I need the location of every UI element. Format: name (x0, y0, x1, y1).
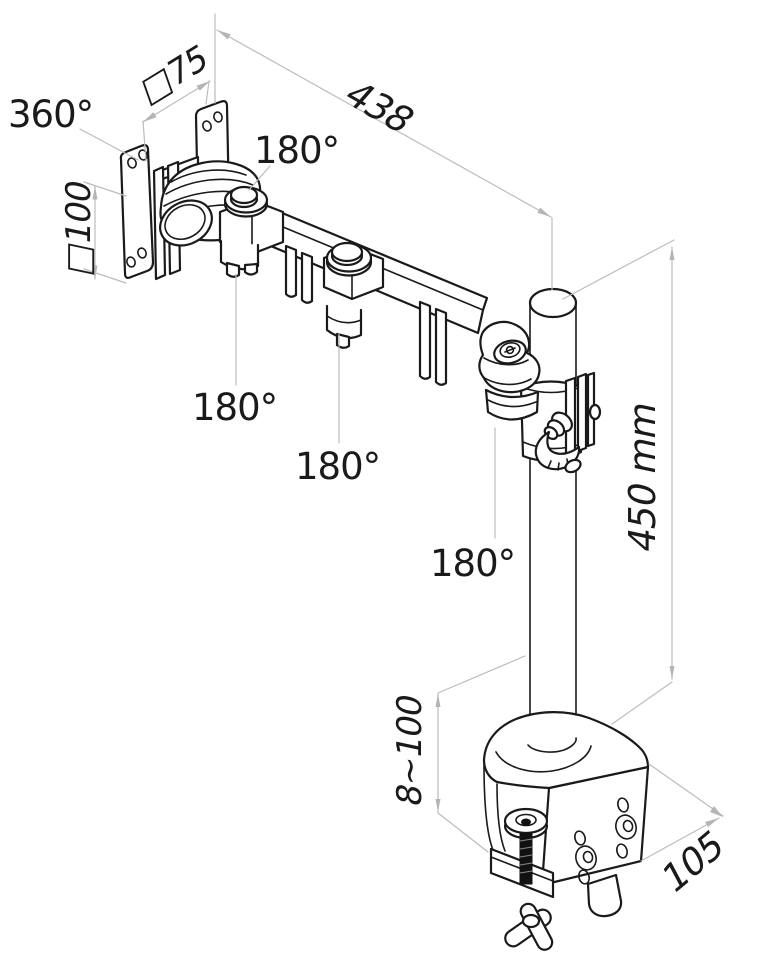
arm-joint-1 (218, 185, 285, 278)
label-joint-rotation-2: 180° (192, 386, 277, 429)
pole (528, 287, 578, 747)
label-clamp-range: 8~100 (390, 691, 430, 809)
desk-clamp (482, 711, 650, 918)
wing-knob (504, 902, 554, 951)
dimension-pole-height (562, 239, 675, 725)
label-joint-rotation-3: 180° (295, 445, 380, 488)
dimension-vesa-100 (83, 181, 127, 284)
label-joint-rotation-4: 180° (430, 542, 515, 585)
dimension-arm-length (214, 13, 553, 291)
clamp-screw (503, 807, 549, 885)
vesa-plate-left (119, 144, 155, 279)
label-clamp-depth: 105 (656, 820, 729, 903)
arm-joint-2 (322, 241, 385, 349)
label-swivel-rotation: 360° (8, 93, 93, 136)
label-joint-rotation-1: 180° (254, 129, 339, 172)
label-vesa-75: □75 (137, 37, 212, 113)
label-vesa-100: □100 (59, 177, 99, 278)
label-pole-height: 450 mm (620, 398, 664, 556)
tension-lever (534, 411, 582, 474)
dimension-clamp-range (435, 655, 526, 853)
drawing-parts (119, 100, 650, 951)
label-arm-length: 438 (335, 73, 423, 140)
pole-joint (478, 320, 541, 421)
leader-swivel (79, 128, 139, 161)
clamp-rear-foot (586, 873, 623, 918)
clamp-top-plate (482, 711, 650, 790)
leader-joint-1 (248, 165, 271, 191)
dimension-clamp-depth (640, 763, 724, 862)
dimension-annotations (79, 13, 724, 862)
dimension-vesa-75 (142, 80, 211, 162)
arm-cable-tabs (284, 244, 448, 386)
